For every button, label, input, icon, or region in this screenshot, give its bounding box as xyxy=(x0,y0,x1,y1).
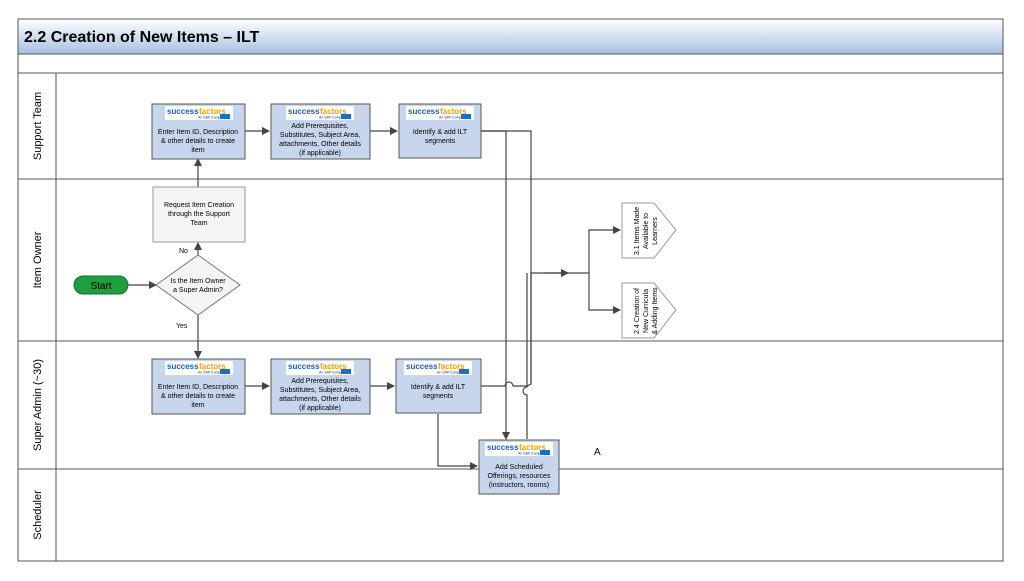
lane-label-item-owner: Item Owner xyxy=(32,231,44,288)
sap-badge-icon xyxy=(540,450,550,455)
logo-text: success xyxy=(167,107,199,116)
box-text-line: attachments, Other details xyxy=(279,141,361,148)
start-label: Start xyxy=(90,281,111,292)
logo-text: factors xyxy=(199,107,226,116)
decision-text-line: Is the Item Owner xyxy=(170,278,226,285)
box-text-line: Substitutes, Subject Area, xyxy=(280,387,360,394)
box-text-line: & other details to create xyxy=(161,393,235,400)
lanes-frame xyxy=(17,53,1004,562)
offpage-text-line: 2.4 Creation of xyxy=(634,288,641,334)
start-node: Start xyxy=(73,275,129,295)
box-text-line: attachments, Other details xyxy=(279,396,361,403)
logo-text: factors xyxy=(519,443,546,452)
box-text-line: (if applicable) xyxy=(299,150,341,157)
sap-badge-icon xyxy=(341,369,351,374)
offpage-connector-2: 2.4 Creation of New Curricula & Adding I… xyxy=(621,282,677,339)
logo-text: factors xyxy=(440,107,467,116)
logo-text: factors xyxy=(438,362,465,371)
offpage-text-line: Available to xyxy=(643,213,650,249)
logo-text: factors xyxy=(320,107,347,116)
admin-box-2: success factors An SAP Company Add Prere… xyxy=(270,358,371,415)
box-text-line: Substitutes, Subject Area, xyxy=(280,132,360,139)
support-box-1: success factors An SAP Company Enter Ite… xyxy=(151,103,246,160)
logo-text: factors xyxy=(199,362,226,371)
connectors xyxy=(128,127,621,470)
decision-no-label: No xyxy=(179,248,188,255)
box-text-line: Identify & add ILT xyxy=(411,384,466,391)
offpage-text-line: Learners xyxy=(652,217,659,245)
lane-label-super-admin: Super Admin (~30) xyxy=(32,359,44,451)
box-text-line: (instructors, rooms) xyxy=(489,482,549,489)
title-bar xyxy=(17,18,1004,55)
lane-label-scheduler: Scheduler xyxy=(32,490,44,540)
connector-scheduler-to-offpage xyxy=(522,273,528,439)
logo-text: success xyxy=(408,107,440,116)
connector-admin-to-scheduler xyxy=(437,414,478,470)
box-text-line: segments xyxy=(425,138,456,145)
logo-text: success xyxy=(406,362,438,371)
offpage-text-line: New Curricula xyxy=(643,289,650,333)
logo-subtext: An SAP Company xyxy=(198,371,226,375)
decision-yes-label: Yes xyxy=(176,323,188,330)
sap-badge-icon xyxy=(220,114,230,119)
box-text-line: Team xyxy=(190,220,207,227)
logo-subtext: An SAP Company xyxy=(437,371,465,375)
box-text-line: Add Prerequisites, xyxy=(291,378,348,385)
marker-label: A xyxy=(594,447,601,458)
box-text-line: segments xyxy=(423,393,454,400)
support-box-3: success factors An SAP Company Identify … xyxy=(398,103,482,159)
logo-text: factors xyxy=(320,362,347,371)
sap-badge-icon xyxy=(220,369,230,374)
sap-badge-icon xyxy=(341,114,351,119)
box-text-line: Identify & add ILT xyxy=(413,129,468,136)
box-text-line: (if applicable) xyxy=(299,405,341,412)
logo-text: success xyxy=(288,362,320,371)
offpage-text-line: 3.1 Items Made xyxy=(634,207,641,255)
connector-junction-to-offpage-1 xyxy=(588,226,621,273)
admin-box-3: success factors An SAP Company Identify … xyxy=(395,358,482,414)
box-text-line: item xyxy=(191,402,204,409)
connector-junction-to-offpage-2 xyxy=(588,273,621,314)
offpage-connector-1: 3.1 Items Made Available to Learners xyxy=(621,202,677,259)
request-box: Request Item Creation through the Suppor… xyxy=(152,186,246,243)
box-text-line: Enter Item ID, Description xyxy=(158,129,238,136)
logo-text: success xyxy=(288,107,320,116)
box-text-line: through the Support xyxy=(168,211,230,218)
box-text-line: Request Item Creation xyxy=(164,202,234,209)
lane-label-support-team: Support Team xyxy=(32,92,44,160)
box-text-line: & other details to create xyxy=(161,138,235,145)
logo-subtext: An SAP Company xyxy=(319,116,347,120)
scheduler-box: success factors An SAP Company Add Sched… xyxy=(478,439,560,495)
logo-text: success xyxy=(487,443,519,452)
sap-badge-icon xyxy=(459,369,469,374)
box-text-line: Add Scheduled xyxy=(495,464,543,471)
admin-box-1: success factors An SAP Company Enter Ite… xyxy=(151,358,246,415)
box-text-line: Add Prerequisites, xyxy=(291,123,348,130)
connector-admin-to-offpage xyxy=(481,269,569,387)
logo-subtext: An SAP Company xyxy=(439,116,467,120)
support-box-2: success factors An SAP Company Add Prere… xyxy=(270,103,371,160)
box-text-line: item xyxy=(191,147,204,154)
logo-subtext: An SAP Company xyxy=(198,116,226,120)
decision-diamond: Is the Item Owner a Super Admin? xyxy=(155,254,241,316)
sap-badge-icon xyxy=(461,114,471,119)
logo-subtext: An SAP Company xyxy=(319,371,347,375)
box-text-line: Enter Item ID, Description xyxy=(158,384,238,391)
connector-support-to-scheduler xyxy=(481,130,510,440)
logo-text: success xyxy=(167,362,199,371)
offpage-text-line: & Adding Items xyxy=(652,287,659,335)
box-text-line: Offerings, resources xyxy=(488,473,551,480)
page-title: 2.2 Creation of New Items – ILT xyxy=(24,29,260,46)
decision-text-line: a Super Admin? xyxy=(173,287,223,294)
logo-subtext: An SAP Company xyxy=(518,452,546,456)
